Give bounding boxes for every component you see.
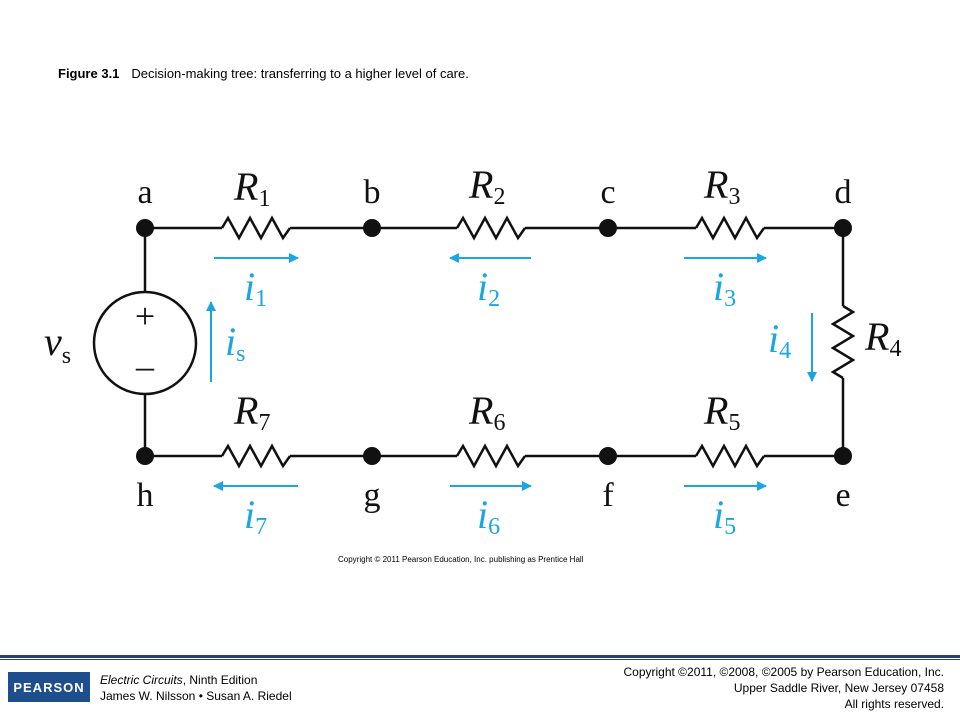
resistor-r6-symbol <box>455 443 527 469</box>
current-label-i5: i5 <box>713 492 736 540</box>
resistor-r5-symbol <box>694 443 766 469</box>
book-info: Electric Circuits, Ninth Edition James W… <box>100 672 292 704</box>
current-label-i1: i1 <box>244 264 267 312</box>
resistor-label-r2: R2 <box>468 162 505 210</box>
node-label-b: b <box>364 174 381 211</box>
resistor-r2-symbol <box>455 215 527 241</box>
node-label-h: h <box>137 477 154 514</box>
source-minus-sign: – <box>135 346 155 386</box>
book-title: Electric Circuits <box>100 673 183 687</box>
node-g-dot <box>363 447 381 465</box>
voltage-source-symbol <box>92 290 198 396</box>
node-f-dot <box>599 447 617 465</box>
copyright-line-2: Upper Saddle River, New Jersey 07458 <box>733 681 944 695</box>
book-edition: , Ninth Edition <box>182 673 258 687</box>
circuit-diagram: + – a b c d e f g h R1 R2 R3 R4 R5 R6 R7… <box>44 162 901 540</box>
node-label-c: c <box>600 174 615 211</box>
current-label-i7: i7 <box>244 492 267 540</box>
publisher-info: Copyright ©2011, ©2008, ©2005 by Pearson… <box>623 664 944 712</box>
node-e-dot <box>834 447 852 465</box>
node-label-g: g <box>364 477 381 514</box>
copyright-line-3: All rights reserved. <box>844 697 944 711</box>
node-label-e: e <box>835 477 850 514</box>
resistor-label-r7: R7 <box>233 388 270 436</box>
footer-divider <box>0 655 960 658</box>
resistor-label-r5: R5 <box>703 388 740 436</box>
current-label-i3: i3 <box>713 264 736 312</box>
node-label-f: f <box>602 477 614 514</box>
source-plus-sign: + <box>135 296 155 336</box>
resistor-label-r1: R1 <box>233 164 270 212</box>
copyright-line-1: Copyright ©2011, ©2008, ©2005 by Pearson… <box>623 665 944 679</box>
node-label-a: a <box>137 174 152 211</box>
pearson-logo: PEARSON <box>8 672 90 702</box>
node-b-dot <box>363 219 381 237</box>
resistor-r1-symbol <box>220 215 292 241</box>
node-d-dot <box>834 219 852 237</box>
node-c-dot <box>599 219 617 237</box>
resistor-r7-symbol <box>220 443 292 469</box>
figure-caption-text: Decision-making tree: transferring to a … <box>131 66 469 81</box>
node-label-d: d <box>835 174 852 211</box>
footer-divider-thin <box>0 659 960 660</box>
current-label-i4: i4 <box>768 316 791 364</box>
current-label-is: is <box>225 319 245 367</box>
resistor-r4-symbol <box>830 304 856 380</box>
figure-label: Figure 3.1 <box>58 66 120 81</box>
resistor-r3-symbol <box>694 215 766 241</box>
resistor-label-r4: R4 <box>864 314 901 362</box>
node-a-dot <box>136 219 154 237</box>
resistor-label-r3: R3 <box>703 162 740 210</box>
node-h-dot <box>136 447 154 465</box>
source-voltage-label: vs <box>44 319 71 369</box>
book-authors: James W. Nilsson • Susan A. Riedel <box>100 689 292 703</box>
current-label-i2: i2 <box>477 264 500 312</box>
current-label-i6: i6 <box>477 492 500 540</box>
resistor-label-r6: R6 <box>468 388 505 436</box>
figure-caption: Figure 3.1 Decision-making tree: transfer… <box>58 66 469 81</box>
figure-copyright: Copyright © 2011 Pearson Education, Inc.… <box>338 555 584 564</box>
